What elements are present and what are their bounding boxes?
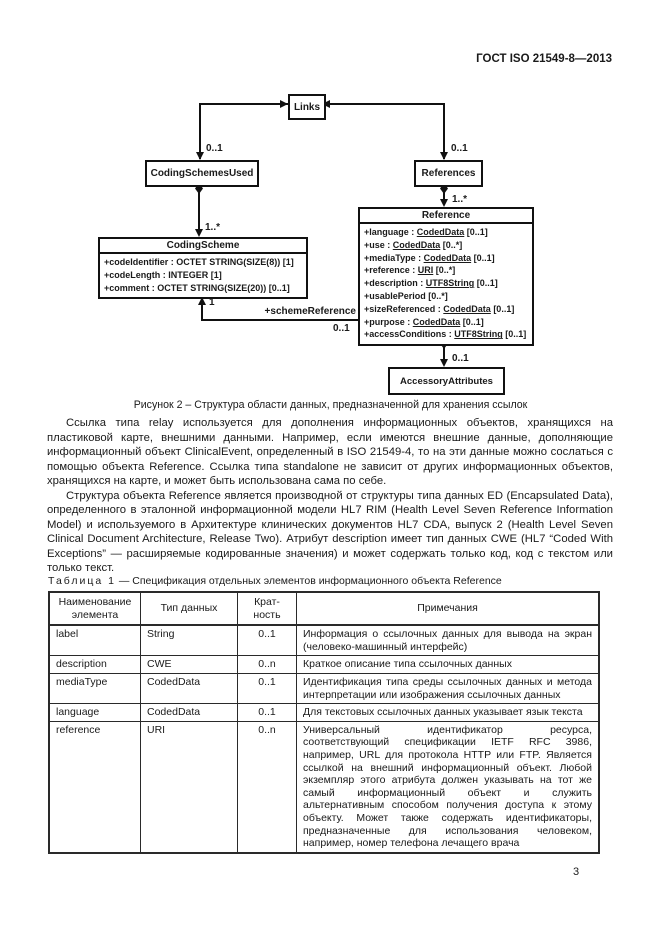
multiplicity-label: 0..1	[451, 143, 468, 154]
cell-note: Универсальный идентификатор ресурса, соо…	[296, 720, 600, 854]
cell-name: language	[48, 703, 141, 722]
connector-line	[198, 192, 200, 232]
arrowhead-down-icon	[439, 359, 448, 367]
arrowhead-left-icon	[322, 99, 330, 108]
uml-node-accessory-attributes: AccessoryAttributes	[388, 367, 505, 395]
class-attributes: +codeIdentifier : OCTET STRING(SIZE(8)) …	[100, 254, 306, 297]
association-name-label: +schemeReference	[264, 306, 356, 317]
arrowhead-down-icon	[439, 152, 448, 160]
cell-note: Для текстовых ссылочных данных указывает…	[296, 703, 600, 722]
cell-note: Идентификация типа среды ссылочных данны…	[296, 672, 600, 705]
connector-line	[201, 304, 203, 321]
cell-card: 0..1	[237, 624, 297, 657]
uml-attribute: +usablePeriod [0..*]	[364, 290, 448, 301]
arrowhead-down-icon	[439, 199, 448, 207]
table-title: Таблица 1 — Спецификация отдельных элеме…	[48, 575, 612, 587]
arrowhead-down-icon	[194, 229, 203, 237]
uml-attribute: +codeLength : INTEGER [1]	[104, 269, 222, 280]
multiplicity-label: 1..*	[205, 222, 221, 233]
document-code: ГОСТ ISO 21549-8—2013	[476, 53, 612, 65]
cell-card: 0..1	[237, 703, 297, 722]
connector-line	[199, 103, 201, 159]
uml-attribute: +use : CodedData [0..*]	[364, 239, 463, 250]
connector-line	[322, 103, 445, 105]
table-title-text: Спецификация отдельных элементов информа…	[132, 575, 502, 587]
multiplicity-label: 0..1	[452, 353, 469, 364]
multiplicity-label: 1	[209, 297, 215, 308]
arrowhead-right-icon	[280, 99, 288, 108]
uml-attribute: +sizeReferenced : CodedData [0..1]	[364, 303, 515, 314]
class-title: Reference	[360, 209, 532, 224]
class-attributes: +language : CodedData [0..1] +use : Coded…	[360, 224, 532, 344]
uml-node-links: Links	[288, 94, 326, 120]
uml-attribute: +purpose : CodedData [0..1]	[364, 316, 484, 327]
uml-node-references: References	[414, 160, 483, 187]
arrowhead-up-icon	[197, 297, 206, 305]
uml-attribute: +reference : URI [0..*]	[364, 265, 456, 276]
uml-attribute: +accessConditions : UTF8String [0..1]	[364, 329, 527, 340]
class-title: CodingScheme	[100, 239, 306, 254]
uml-attribute: +comment : OCTET STRING(SIZE(20)) [0..1]	[104, 282, 290, 293]
cell-type: String	[140, 624, 238, 657]
uml-attribute: +mediaType : CodedData [0..1]	[364, 252, 495, 263]
connector-line	[443, 347, 445, 360]
uml-attribute: +language : CodedData [0..1]	[364, 227, 488, 237]
cell-card: 0..n	[237, 655, 297, 674]
uml-diagram: 0..1 0..1 1..* 1..* 1 +schemeReference 0…	[0, 0, 661, 400]
uml-class-coding-scheme: CodingScheme +codeIdentifier : OCTET STR…	[98, 237, 308, 300]
cell-type: CodedData	[140, 703, 238, 722]
cell-note: Краткое описание типа ссылочных данных	[296, 655, 600, 674]
uml-attribute: +description : UTF8String [0..1]	[364, 278, 498, 289]
cell-card: 0..n	[237, 720, 297, 854]
multiplicity-label: 1..*	[452, 194, 468, 205]
cell-name: reference	[48, 720, 141, 854]
connector-line	[443, 192, 445, 200]
uml-node-coding-schemes-used: CodingSchemesUsed	[145, 160, 259, 187]
uml-attribute: +codeIdentifier : OCTET STRING(SIZE(8)) …	[104, 257, 294, 267]
arrowhead-down-icon	[195, 152, 204, 160]
cell-type: URI	[140, 720, 238, 854]
multiplicity-label: 0..1	[206, 143, 223, 154]
paragraph: Структура объекта Reference является про…	[47, 489, 613, 575]
header-element-name: Наименование элемента	[48, 591, 141, 627]
multiplicity-label: 0..1	[333, 323, 350, 334]
composition-diamond-icon	[195, 183, 203, 194]
header-notes: Примечания	[296, 591, 600, 627]
cell-card: 0..1	[237, 672, 297, 705]
page-number: 3	[573, 866, 580, 878]
cell-type: CWE	[140, 655, 238, 674]
cell-name: description	[48, 655, 141, 674]
header-data-type: Тип данных	[140, 591, 238, 627]
header-cardinality: Крат-ность	[237, 591, 297, 627]
cell-note: Информация о ссылочных данных для вывода…	[296, 624, 600, 657]
table-number-label: Таблица 1	[48, 575, 116, 587]
connector-line	[201, 319, 358, 321]
connector-line	[199, 103, 288, 105]
uml-class-reference: Reference +language : CodedData [0..1] +u…	[358, 207, 534, 347]
paragraph: Ссылка типа relay используется для допол…	[47, 417, 613, 488]
composition-diamond-icon	[440, 183, 448, 194]
table-header: Наименование элемента Тип данных Крат-но…	[48, 591, 600, 627]
figure-caption: Рисунок 2 – Структура области данных, пр…	[133, 399, 528, 411]
body-text: Ссылка типа relay используется для допол…	[47, 416, 613, 576]
cell-name: mediaType	[48, 672, 141, 705]
cell-name: label	[48, 624, 141, 657]
connector-line	[443, 103, 445, 159]
table-header-row: Наименование элемента Тип данных Крат-но…	[48, 591, 600, 627]
table-title-dash: —	[118, 575, 130, 587]
specification-table: Наименование элемента Тип данных Крат-но…	[48, 591, 600, 854]
cell-type: CodedData	[140, 672, 238, 705]
